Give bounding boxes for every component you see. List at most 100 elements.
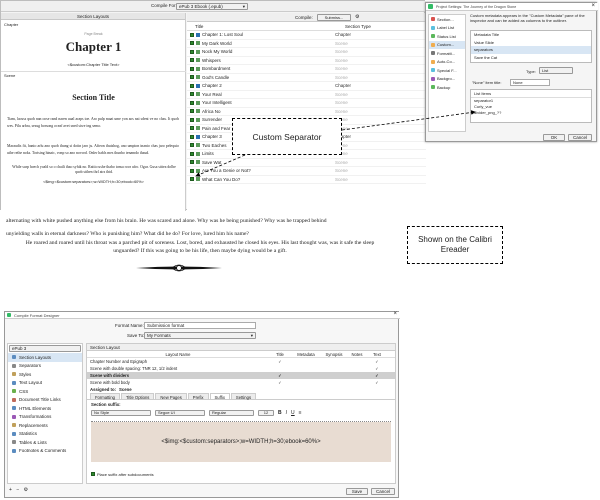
layout-title-cell[interactable]: ✓ xyxy=(269,359,291,364)
designer-tab[interactable]: New Pages xyxy=(155,393,187,400)
layout-row[interactable]: Scene with bold body✓✓ xyxy=(87,379,395,386)
designer-sidebar-item[interactable]: Styles xyxy=(8,370,82,379)
layout-meta-cell[interactable] xyxy=(291,380,321,385)
designer-cancel-button[interactable]: Cancel xyxy=(371,488,395,495)
metadata-field[interactable]: separators xyxy=(471,46,591,54)
row-section-type[interactable]: Scene xyxy=(335,74,348,80)
layout-notes-cell[interactable] xyxy=(347,366,367,371)
list-item[interactable]: divider_png_?? xyxy=(474,110,502,115)
size-select[interactable]: 12 xyxy=(258,410,274,416)
minus-icon[interactable]: − xyxy=(16,487,20,493)
ps-sidebar-item[interactable]: Backgro... xyxy=(429,75,465,84)
row-section-type[interactable]: Scene xyxy=(335,49,348,55)
include-checkbox[interactable] xyxy=(190,151,194,156)
designer-sidebar-item[interactable]: Section Layouts xyxy=(8,353,82,362)
layout-text-cell[interactable]: ✓ xyxy=(367,366,387,371)
include-checkbox[interactable] xyxy=(190,117,194,122)
align-icon[interactable]: ≡ xyxy=(298,410,302,416)
layout-syn-cell[interactable] xyxy=(321,380,347,385)
contents-row[interactable]: Are You a Genie or Not?Scene xyxy=(187,167,426,176)
row-section-type[interactable]: Scene xyxy=(335,176,348,182)
layout-notes-cell[interactable] xyxy=(347,380,367,385)
designer-save-button[interactable]: Save xyxy=(346,488,368,495)
include-checkbox[interactable] xyxy=(190,109,194,114)
row-section-type[interactable]: Chapter xyxy=(335,134,352,140)
platform-select[interactable]: ePub 3 xyxy=(9,345,81,352)
compile-group-select[interactable]: Submiss... xyxy=(317,14,351,21)
designer-tab[interactable]: Suffix xyxy=(209,393,230,400)
include-checkbox[interactable] xyxy=(190,126,194,131)
include-checkbox[interactable] xyxy=(190,143,194,148)
designer-sidebar-item[interactable]: Statistics xyxy=(8,430,82,439)
designer-sidebar-item[interactable]: Text Layout xyxy=(8,379,82,388)
italic-icon[interactable]: I xyxy=(285,410,288,416)
include-checkbox[interactable] xyxy=(190,92,194,97)
contents-row[interactable]: What Can You Do?Scene xyxy=(187,176,426,184)
designer-tab[interactable]: Title Options xyxy=(121,393,155,400)
list-item[interactable]: Curly_vue xyxy=(474,104,493,109)
designer-tab[interactable]: Settings xyxy=(230,393,257,400)
suffix-editor[interactable]: <$img:<$custom:separators>;w=WIDTH;h=30;… xyxy=(91,422,391,462)
bold-icon[interactable]: B xyxy=(278,410,282,416)
include-checkbox[interactable] xyxy=(190,177,194,182)
include-checkbox[interactable] xyxy=(190,66,194,71)
layout-text-cell[interactable]: ✓ xyxy=(367,373,387,378)
ps-sidebar-item[interactable]: Formatti... xyxy=(429,49,465,58)
weight-select[interactable]: Regular xyxy=(209,410,254,416)
type-select[interactable]: List xyxy=(539,67,573,74)
ps-sidebar-item[interactable]: Auto-Co... xyxy=(429,58,465,67)
designer-sidebar-item[interactable]: Replacements xyxy=(8,421,82,430)
designer-sidebar-item[interactable]: Tables & Lists xyxy=(8,438,82,447)
close-icon[interactable]: × xyxy=(591,3,595,9)
place-suffix-checkbox[interactable] xyxy=(91,472,95,476)
layout-syn-cell[interactable] xyxy=(321,366,347,371)
row-section-type[interactable]: Scene xyxy=(335,100,348,106)
designer-tab[interactable]: Prefix xyxy=(187,393,209,400)
row-section-type[interactable]: Chapter xyxy=(335,83,352,89)
layout-notes-cell[interactable] xyxy=(347,373,367,378)
include-checkbox[interactable] xyxy=(190,100,194,105)
row-section-type[interactable]: Scene xyxy=(335,91,348,97)
layout-syn-cell[interactable] xyxy=(321,373,347,378)
underline-icon[interactable]: U xyxy=(291,410,295,416)
none-input[interactable]: None xyxy=(510,79,550,86)
ps-sidebar-item[interactable]: Section... xyxy=(429,15,465,24)
row-section-type[interactable]: Chapter xyxy=(335,32,352,38)
row-section-type[interactable]: Scene xyxy=(335,168,348,174)
designer-sidebar-item[interactable]: CSS xyxy=(8,387,82,396)
plus-icon[interactable]: + xyxy=(9,487,12,493)
designer-sidebar-item[interactable]: Transformations xyxy=(8,413,82,422)
close-icon[interactable]: × xyxy=(393,311,397,317)
include-checkbox[interactable] xyxy=(190,75,194,80)
layout-row[interactable]: Chapter Number and Epigraph✓✓ xyxy=(87,358,395,365)
style-select[interactable]: No Style xyxy=(91,410,151,416)
layout-title-cell[interactable]: ✓ xyxy=(269,373,291,378)
designer-sidebar-item[interactable]: Document Title Links xyxy=(8,396,82,405)
row-section-type[interactable]: Scene xyxy=(335,66,348,72)
include-checkbox[interactable] xyxy=(190,168,194,173)
designer-sidebar-item[interactable]: Separators xyxy=(8,362,82,371)
include-checkbox[interactable] xyxy=(190,134,194,139)
layout-meta-cell[interactable] xyxy=(291,359,321,364)
layout-meta-cell[interactable] xyxy=(291,373,321,378)
layout-text-cell[interactable]: ✓ xyxy=(367,359,387,364)
layout-row[interactable]: Scene with dividers✓✓ xyxy=(87,372,395,379)
include-checkbox[interactable] xyxy=(190,32,194,37)
layout-row[interactable]: Scene with double spacing: TNR 12, 1/2 i… xyxy=(87,365,395,372)
designer-tab[interactable]: Formatting xyxy=(90,393,121,400)
designer-sidebar-item[interactable]: Footnotes & Comments xyxy=(8,447,82,456)
designer-sidebar-item[interactable]: HTML Elements xyxy=(8,404,82,413)
gear-icon[interactable]: ⚙ xyxy=(23,487,29,493)
metadata-field[interactable]: Metadata Title xyxy=(474,32,500,37)
layout-title-cell[interactable] xyxy=(269,366,291,371)
